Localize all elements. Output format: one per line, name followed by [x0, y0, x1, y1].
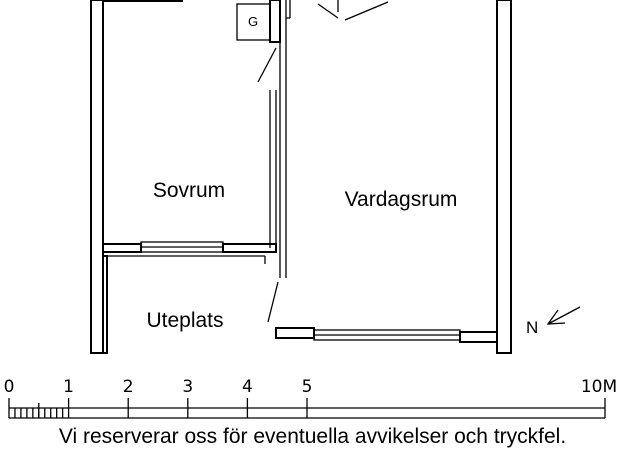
patio-left-wall	[102, 255, 108, 354]
bedroom-bottom-wall-right	[222, 243, 277, 253]
north-arrow-head	[546, 309, 566, 325]
room-label-patio: Uteplats	[146, 309, 223, 332]
entry-door-leaf-1	[317, 3, 339, 19]
wardrobe-box	[236, 3, 271, 41]
north-label: N	[526, 318, 538, 337]
scale-tick-label: 1	[63, 377, 74, 397]
north-arrow-shaft	[547, 306, 581, 325]
scale-tick-label: 10M	[581, 377, 617, 397]
scale-bar: 0 1 2 3 4 5 10M	[4, 377, 617, 419]
living-bottom-wall-right	[459, 331, 498, 343]
entry-door-leaf-2	[344, 1, 389, 21]
right-outer-wall	[496, 0, 512, 354]
living-bottom-wall-left	[275, 327, 315, 339]
scale-tick-label: 2	[123, 377, 134, 397]
disclaimer-text: Vi reserverar oss för eventuella avvikel…	[58, 425, 567, 448]
wardrobe: G	[236, 3, 271, 41]
scale-tick-label: 4	[242, 377, 253, 397]
bedroom-interior-wall	[269, 0, 281, 43]
scale-tick-label: 0	[4, 377, 15, 397]
wardrobe-label: G	[248, 14, 258, 29]
floor-plan: G Sovrum Vardagsrum Uteplats N 0 1 2 3 4 5 10M	[4, 0, 617, 419]
bedroom-bottom-wall-left	[102, 243, 142, 253]
patio-door-leaf	[267, 281, 279, 323]
left-outer-wall	[90, 0, 104, 354]
room-label-living-room: Vardagsrum	[345, 188, 458, 211]
scale-tick-label: 3	[182, 377, 193, 397]
north-arrow: N	[526, 306, 581, 337]
bedroom-door-leaf	[257, 47, 277, 83]
walls	[90, 0, 512, 354]
door-swings	[257, 0, 389, 83]
room-label-bedroom: Sovrum	[153, 179, 225, 202]
scale-tick-label: 5	[302, 377, 313, 397]
